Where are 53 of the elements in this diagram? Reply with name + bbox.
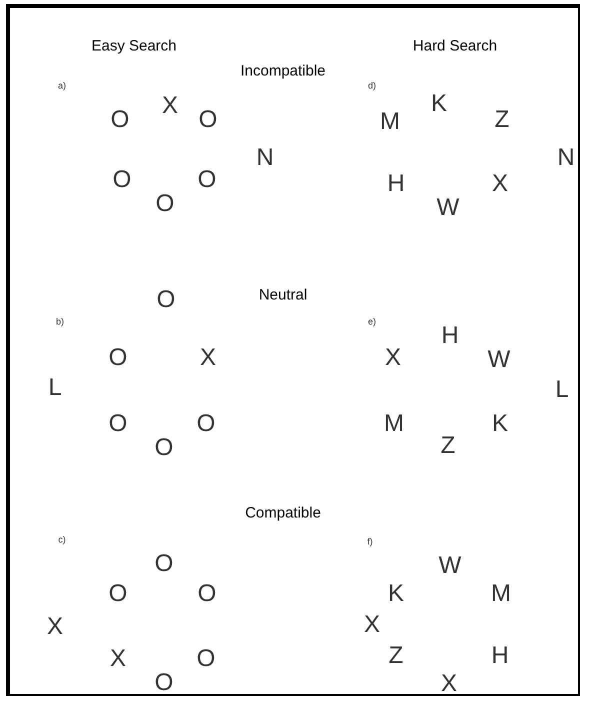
- condition-heading: Neutral: [258, 288, 308, 302]
- stimulus-letter: O: [196, 647, 216, 671]
- stimulus-letter: O: [108, 412, 128, 436]
- stimulus-letter: H: [387, 172, 405, 196]
- stimulus-letter: L: [48, 376, 62, 400]
- stimulus-letter: O: [112, 168, 132, 192]
- stimulus-letter: K: [388, 582, 404, 606]
- panel-label: f): [367, 538, 373, 546]
- stimulus-letter: M: [380, 110, 400, 134]
- condition-heading: Incompatible: [240, 64, 326, 78]
- stimulus-letter: K: [492, 412, 508, 436]
- condition-heading: Compatible: [245, 506, 321, 520]
- stimulus-letter: N: [256, 146, 274, 170]
- panel-label: d): [368, 82, 376, 90]
- stimulus-letter: Z: [388, 644, 404, 668]
- stimulus-letter: X: [110, 647, 126, 671]
- stimulus-letter: O: [154, 436, 174, 460]
- stimulus-letter: O: [110, 108, 130, 132]
- panel-label: c): [58, 536, 66, 544]
- stimulus-letter: O: [156, 288, 176, 312]
- panel-label: b): [56, 318, 64, 326]
- stimulus-letter: H: [441, 324, 459, 348]
- panel-label: a): [58, 82, 66, 90]
- stimulus-letter: M: [491, 582, 511, 606]
- stimulus-letter: O: [108, 346, 128, 370]
- stimulus-letter: Z: [440, 434, 456, 458]
- stimulus-letter: X: [492, 172, 508, 196]
- stimulus-letter: X: [200, 346, 216, 370]
- stimulus-letter: O: [196, 412, 216, 436]
- stimulus-letter: K: [431, 92, 447, 116]
- stimulus-letter: O: [198, 108, 218, 132]
- column-heading: Easy Search: [91, 38, 177, 54]
- stimulus-letter: X: [162, 94, 178, 118]
- stimulus-letter: O: [154, 552, 174, 576]
- stimulus-letter: W: [436, 196, 460, 220]
- panel-label: e): [368, 318, 376, 326]
- stimulus-letter: X: [441, 672, 457, 696]
- stimulus-letter: O: [156, 192, 174, 216]
- stimulus-letter: O: [108, 582, 128, 606]
- stimulus-letter: O: [198, 582, 216, 606]
- stimulus-letter: M: [384, 412, 404, 436]
- stimulus-letter: L: [555, 378, 569, 402]
- stimulus-letter: X: [47, 615, 63, 639]
- stimulus-letter: W: [438, 554, 462, 578]
- column-heading: Hard Search: [412, 38, 498, 54]
- stimulus-letter: O: [198, 168, 216, 192]
- stimulus-letter: N: [557, 146, 575, 170]
- stimulus-letter: O: [154, 671, 174, 695]
- stimulus-letter: W: [488, 348, 510, 372]
- stimulus-letter: Z: [494, 108, 510, 132]
- stimulus-letter: X: [385, 346, 401, 370]
- stimulus-letter: H: [491, 644, 509, 668]
- stimulus-letter: X: [364, 613, 380, 637]
